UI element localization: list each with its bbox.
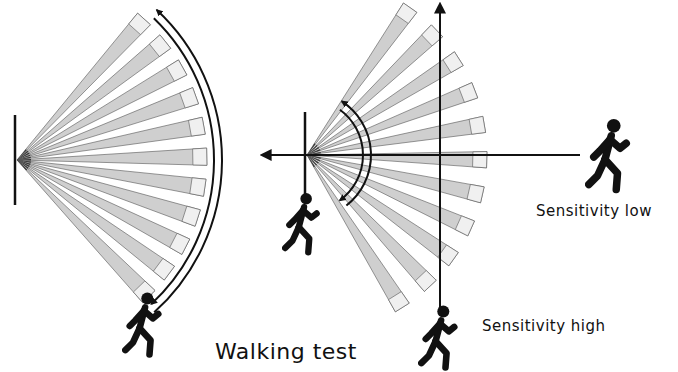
beam-wedge <box>17 88 199 160</box>
beam <box>17 160 190 254</box>
beam-tip <box>188 117 205 136</box>
beam-tip <box>396 3 417 23</box>
beam-tip <box>149 35 170 57</box>
walking-person <box>589 119 627 190</box>
beam-tip <box>388 292 409 312</box>
beam-wedge <box>17 160 155 303</box>
beam-tip <box>455 216 474 236</box>
beam-tip <box>415 271 436 292</box>
beam-tip <box>469 116 485 134</box>
beam-tip <box>443 52 463 73</box>
walk-direction-arrow <box>262 154 580 156</box>
beam <box>17 160 175 280</box>
motion-arc <box>151 18 214 304</box>
beam-tip <box>153 258 174 280</box>
beam-tip <box>473 152 487 168</box>
walk-direction-arrow <box>439 4 441 312</box>
sensitivity-label: Sensitivity low <box>534 203 654 220</box>
sensitivity-label: Sensitivity high <box>480 318 608 335</box>
beam-tip <box>180 88 199 108</box>
motion-arc <box>154 10 222 312</box>
beam-wedge <box>307 155 458 266</box>
beam-tip <box>193 148 207 165</box>
beam-tip <box>167 60 187 81</box>
sensor-beams <box>17 3 487 312</box>
beam <box>307 155 436 291</box>
beam-tip <box>467 184 484 202</box>
beam-tip <box>129 13 151 35</box>
motion-arc <box>342 101 371 205</box>
beam-tip <box>170 233 190 254</box>
beam <box>17 160 200 226</box>
motion-arcs <box>151 10 371 312</box>
beam <box>307 116 486 155</box>
beam-tip <box>182 206 200 226</box>
beam-wedge <box>307 155 436 291</box>
beam-wedge <box>17 160 175 280</box>
beam-wedge <box>17 160 190 254</box>
beam <box>307 155 458 266</box>
walking-person <box>421 306 454 368</box>
walking-person <box>285 193 317 252</box>
diagram-title-label: Walking test <box>213 340 359 364</box>
beam-wedge <box>17 160 200 226</box>
beam <box>17 160 155 303</box>
beam-wedge <box>307 116 486 155</box>
beam-tip <box>459 83 478 103</box>
beam <box>17 88 199 160</box>
beam-root <box>17 160 27 171</box>
wall-line <box>14 115 17 205</box>
beam-root <box>307 155 315 167</box>
walking-person <box>125 293 158 355</box>
beam-tip <box>190 178 206 196</box>
